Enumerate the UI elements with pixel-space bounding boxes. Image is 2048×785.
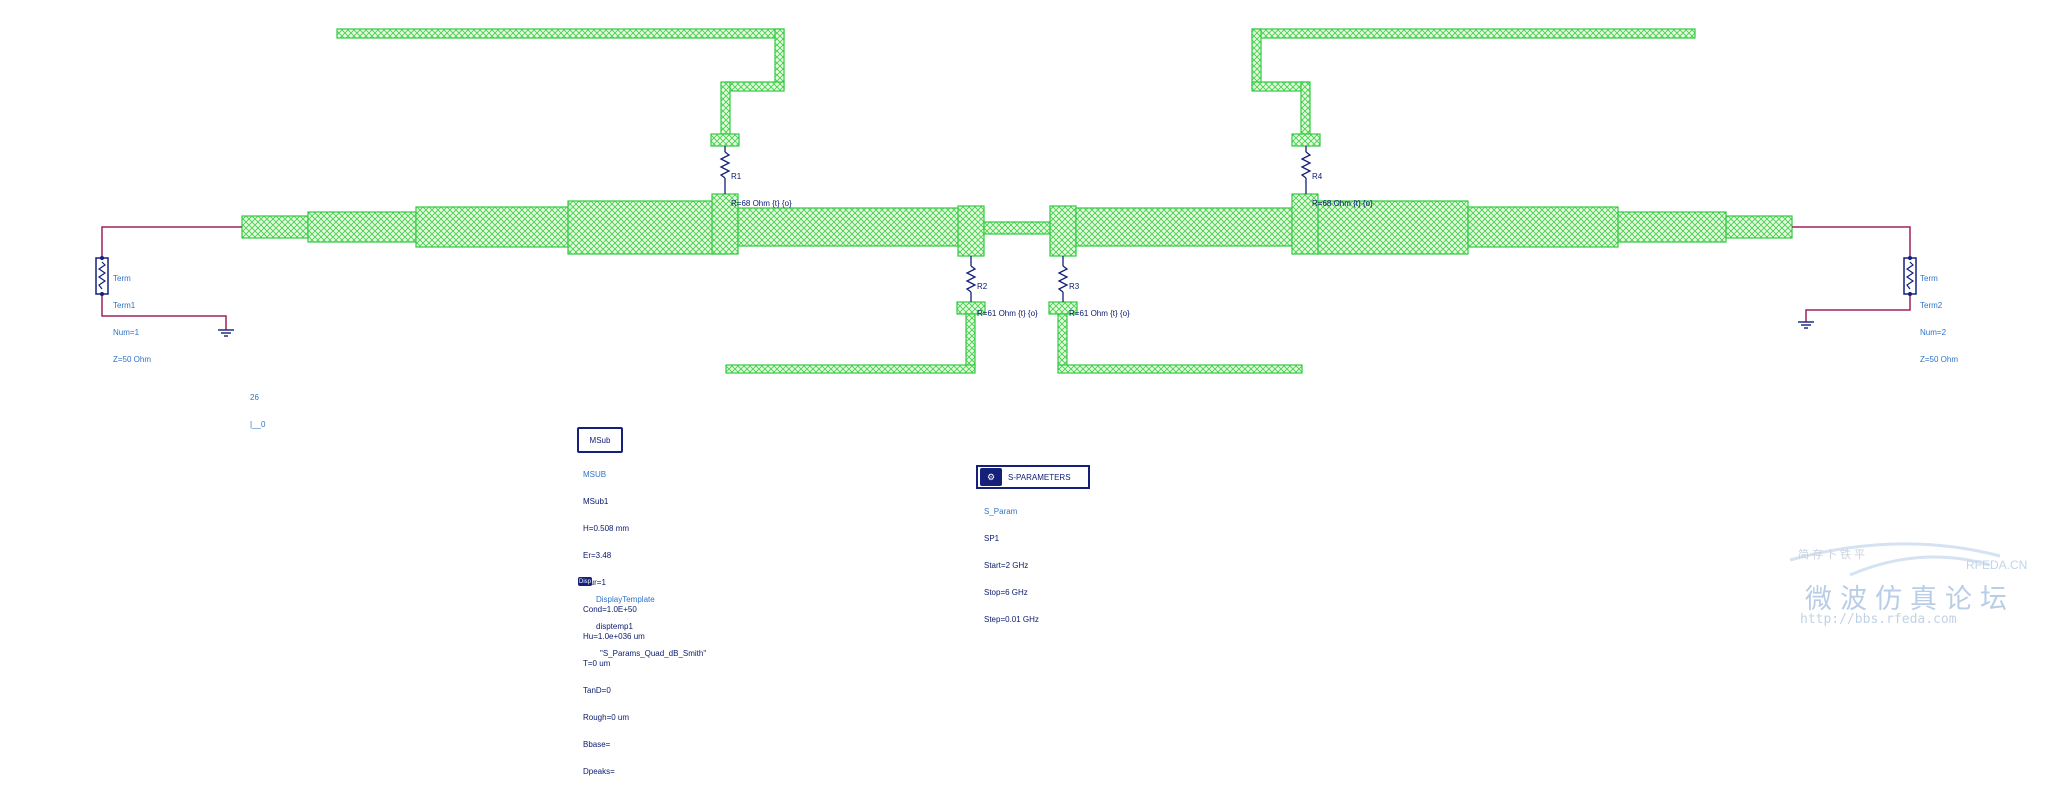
tline-segment-9[interactable] [1617, 211, 1727, 243]
display-template-name: disptemp1 [596, 622, 633, 631]
stray-label: 26 |__0 [250, 375, 265, 438]
term2-impedance: Z=50 Ohm [1920, 355, 1959, 364]
ground-icon [218, 329, 234, 337]
msub-param: Rough=0 um [583, 713, 630, 722]
msub-param: H=0.508 mm [583, 524, 630, 533]
sparameters-param: Step=0.01 GHz [984, 615, 1039, 624]
tline-tee-left[interactable] [711, 193, 739, 255]
tline-segment-4[interactable] [567, 200, 727, 255]
r1-label: R1 R=68 Ohm {t} {o} [731, 154, 792, 217]
r3-name: R3 [1069, 282, 1080, 291]
term2-port[interactable] [1792, 226, 1917, 322]
display-template-icon[interactable]: Disp [578, 577, 592, 586]
term1-port[interactable] [95, 226, 242, 330]
tline-tee-center-left[interactable] [957, 205, 985, 257]
display-template-value: "S_Params_Quad_dB_Smith" [600, 649, 707, 658]
ground-icon [1798, 321, 1814, 329]
resistor-r1[interactable] [719, 146, 731, 194]
r3-value: R=61 Ohm {t} {o} [1069, 309, 1130, 318]
term2-type: Term [1920, 274, 1938, 283]
term1-name: Term1 [113, 301, 136, 310]
r2-label: R2 R=61 Ohm {t} {o} [977, 264, 1038, 327]
msub-box-label: MSub [589, 435, 611, 445]
tline-segment-10[interactable] [1725, 215, 1793, 239]
sparameters-icon: ⚙ [980, 468, 1002, 486]
term2-num: Num=2 [1920, 328, 1947, 337]
tline-segment-5[interactable] [737, 207, 971, 247]
upper-left-stub[interactable] [336, 28, 785, 147]
term2-label: Term Term2 Num=2 Z=50 Ohm [1920, 256, 1958, 373]
msub-param: Er=3.48 [583, 551, 612, 560]
term1-type: Term [113, 274, 131, 283]
msub-component-box[interactable]: MSub [577, 427, 623, 453]
msub-param: MSub1 [583, 497, 609, 506]
sparameters-param: Stop=6 GHz [984, 588, 1028, 597]
sparameters-type: S_Param [984, 507, 1018, 516]
main-transmission-line[interactable] [241, 193, 1793, 257]
r2-name: R2 [977, 282, 988, 291]
r4-value: R=68 Ohm {t} {o} [1312, 199, 1373, 208]
watermark-top-text: 简存卜铁平 [1798, 548, 1868, 561]
tline-tee-center-right[interactable] [1049, 205, 1077, 257]
resistor-r2[interactable] [965, 256, 977, 302]
tline-center-link[interactable] [983, 221, 1051, 235]
tline-segment-7[interactable] [1317, 200, 1469, 255]
watermark-brand: RFEDA.CN [1966, 558, 2028, 572]
lower-left-stub[interactable] [725, 301, 986, 374]
watermark-logo-icon [1789, 542, 2001, 577]
term2-name: Term2 [1920, 301, 1943, 310]
display-template-type: DisplayTemplate [596, 595, 655, 604]
stray-label-line1: 26 [250, 393, 259, 402]
sparameters-box-label: S-PARAMETERS [1008, 472, 1071, 482]
r4-label: R4 R=68 Ohm {t} {o} [1312, 154, 1373, 217]
lower-right-stub[interactable] [1048, 301, 1303, 374]
sparameters-param: Start=2 GHz [984, 561, 1029, 570]
term1-label: Term Term1 Num=1 Z=50 Ohm [113, 256, 151, 373]
schematic-canvas[interactable] [0, 0, 2048, 633]
display-template-label: DisplayTemplate disptemp1 "S_Params_Quad… [596, 577, 706, 667]
tline-tee-right[interactable] [1291, 193, 1319, 255]
sparameters-parameters: S_Param SP1 Start=2 GHz Stop=6 GHz Step=… [984, 489, 1039, 633]
r3-label: R3 R=61 Ohm {t} {o} [1069, 264, 1130, 327]
resistor-r4[interactable] [1300, 146, 1312, 194]
r1-value: R=68 Ohm {t} {o} [731, 199, 792, 208]
msub-param: Bbase= [583, 740, 611, 749]
term1-impedance: Z=50 Ohm [113, 355, 152, 364]
sparameters-param: SP1 [984, 534, 1000, 543]
tline-segment-8[interactable] [1467, 206, 1619, 248]
watermark-title: 微波仿真论坛 [1805, 584, 2015, 615]
tline-segment-3[interactable] [415, 206, 569, 248]
msub-type: MSUB [583, 470, 607, 479]
term1-num: Num=1 [113, 328, 140, 337]
r4-name: R4 [1312, 172, 1323, 181]
tline-segment-2[interactable] [307, 211, 417, 243]
stray-label-line2: |__0 [250, 420, 266, 429]
msub-param: Cond=1.0E+50 [583, 605, 637, 614]
resistor-r3[interactable] [1057, 256, 1069, 302]
msub-param: Mur=1 [583, 578, 606, 587]
msub-param: TanD=0 [583, 686, 611, 695]
watermark-url: http://bbs.rfeda.com [1800, 612, 1957, 627]
r1-name: R1 [731, 172, 742, 181]
upper-right-stub[interactable] [1251, 28, 1696, 147]
msub-param: Dpeaks= [583, 767, 615, 776]
sparameters-component-box[interactable]: ⚙ S-PARAMETERS [976, 465, 1090, 489]
r2-value: R=61 Ohm {t} {o} [977, 309, 1038, 318]
tline-segment-1[interactable] [241, 215, 309, 239]
tline-segment-6[interactable] [1075, 207, 1297, 247]
